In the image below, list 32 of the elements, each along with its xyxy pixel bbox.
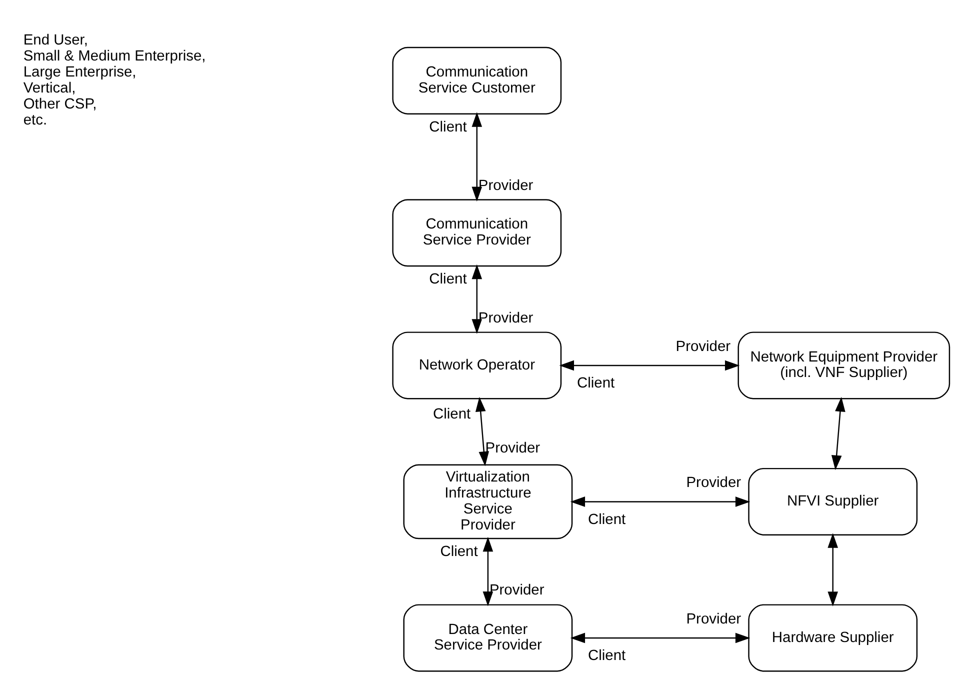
arrow xyxy=(472,112,482,202)
label: Provider xyxy=(478,310,534,326)
label: Client xyxy=(440,544,478,560)
node-box: Virtualization Infrastructure Service Provider xyxy=(403,464,573,540)
label: Client xyxy=(433,406,471,422)
arrow xyxy=(831,396,846,470)
label: Client xyxy=(429,272,467,288)
label: Client xyxy=(588,648,626,664)
label: End User, Small & Medium Enterprise, Large Enterprise, Vertical, Other CSP, etc. xyxy=(23,32,206,128)
arrow xyxy=(559,360,740,371)
node-box: NFVI Supplier xyxy=(748,468,918,536)
label: Provider xyxy=(686,475,742,492)
node-box: Hardware Supplier xyxy=(748,604,918,672)
label: Provider xyxy=(485,440,540,456)
label: Provider xyxy=(478,178,534,194)
label: Client xyxy=(429,119,467,136)
node-box: Network Operator xyxy=(392,332,562,400)
arrow xyxy=(482,536,494,606)
label: Provider xyxy=(686,611,742,628)
arrow xyxy=(570,632,750,644)
arrow xyxy=(472,264,482,334)
node-box: Communication Service Provider xyxy=(392,199,562,267)
node-box: Communication Service Customer xyxy=(392,46,562,114)
arrow xyxy=(828,533,838,606)
node-box: Data Center Service Provider xyxy=(403,604,573,672)
arrow xyxy=(570,496,750,507)
label: Client xyxy=(576,376,615,392)
label: Provider xyxy=(676,338,731,355)
arrow xyxy=(475,396,490,466)
label: Client xyxy=(588,512,626,528)
node-box: Network Equipment Provider (incl. VNF Supplier) xyxy=(738,332,950,400)
label: Provider xyxy=(489,582,544,599)
